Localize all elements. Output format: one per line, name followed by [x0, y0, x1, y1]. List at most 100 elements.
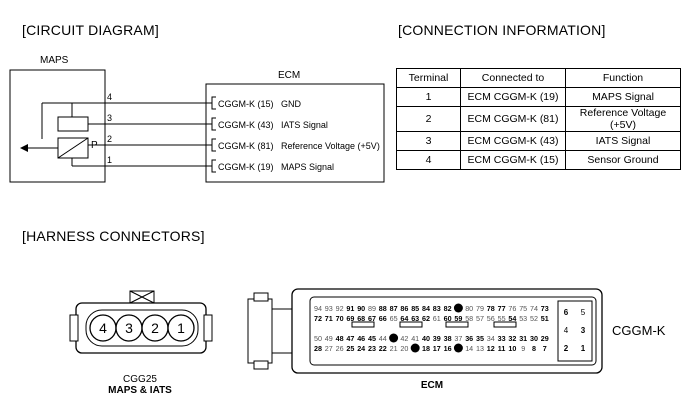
pin-number: 1 — [107, 155, 112, 165]
ecm-pin: CGGM-K (15) — [218, 99, 274, 109]
ecm-pin-number: 64 — [400, 314, 408, 323]
ecm-pin-number: 41 — [411, 334, 419, 343]
table-row: 4 ECM CGGM-K (15) Sensor Ground — [396, 150, 681, 170]
ecm-pin-number: 17 — [433, 344, 441, 353]
cell-function: MAPS Signal — [565, 87, 681, 107]
connection-table: Terminal Connected to Function 1 ECM CGG… — [396, 68, 681, 170]
ecm-pin-number: 39 — [433, 334, 441, 343]
cgg25-pin: 3 — [115, 314, 143, 342]
pin-label: 4 — [99, 320, 107, 336]
ecm-pin-number: 23 — [368, 344, 376, 353]
ecm-pin: CGGM-K (43) — [218, 120, 274, 130]
ecm-pin-number: 90 — [357, 304, 365, 313]
ecm-pin-number: 94 — [314, 304, 322, 313]
ecm-pin-number: 35 — [476, 334, 484, 343]
cell-connected-to: ECM CGGM-K (81) — [460, 106, 566, 132]
ecm-caption: ECM — [420, 380, 444, 391]
cgg25-pin: 4 — [89, 314, 117, 342]
blocked-pin — [389, 333, 399, 343]
ecm-pin-number: 36 — [465, 334, 473, 343]
cell-function: Reference Voltage (+5V) — [565, 106, 681, 132]
p-label: P — [91, 140, 98, 151]
table-row: 2 ECM CGGM-K (81) Reference Voltage (+5V… — [396, 106, 681, 132]
ecm-connector-label: CGGM-K — [612, 323, 666, 338]
ecm-pin-number: 16 — [444, 344, 452, 353]
blocked-pin — [453, 343, 463, 353]
ecm-pin-number: 60 — [444, 314, 452, 323]
ecm-pin-number: 57 — [476, 314, 484, 323]
ecm-pin-number: 18 — [422, 344, 430, 353]
ecm-pin-number: 73 — [541, 304, 549, 313]
ecm-side-pin-number: 4 — [564, 326, 569, 335]
ecm-pin-number: 52 — [530, 314, 538, 323]
ecm-pin-number: 54 — [508, 314, 516, 323]
ecm-pin-number: 51 — [541, 314, 549, 323]
ecm-pin-number: 48 — [336, 334, 344, 343]
ecm-pin-number: 82 — [444, 304, 452, 313]
table-row: 1 ECM CGGM-K (19) MAPS Signal — [396, 87, 681, 107]
pin-number: 3 — [107, 113, 112, 123]
harness-connectors-title: [HARNESS CONNECTORS] — [22, 228, 205, 244]
maps-label: MAPS — [40, 55, 69, 66]
ecm-side-pin-number: 2 — [564, 344, 569, 353]
pin-signal: IATS Signal — [281, 120, 328, 130]
cell-connected-to: ECM CGGM-K (43) — [460, 131, 566, 151]
ecm-pin-number: 30 — [530, 334, 538, 343]
ecm-side-pin-number: 3 — [581, 326, 586, 335]
wire-pin-3: 3 CGGM-K (43) IATS Signal — [105, 113, 328, 131]
ecm-pin-number: 34 — [487, 334, 495, 343]
ecm-pin-number: 49 — [325, 334, 333, 343]
ecm-pin-number: 59 — [454, 314, 462, 323]
ecm-pin-number: 45 — [368, 334, 376, 343]
cgg25-pin: 2 — [141, 314, 169, 342]
pin-label: 3 — [125, 320, 133, 336]
ecm-pin-number: 28 — [314, 344, 322, 353]
wire-pin-4: 4 CGGM-K (15) GND — [105, 92, 302, 110]
cgg25-name: MAPS & IATS — [108, 385, 172, 396]
cell-function: IATS Signal — [565, 131, 681, 151]
cell-connected-to: ECM CGGM-K (19) — [460, 87, 566, 107]
ecm-pin-number: 69 — [346, 314, 354, 323]
ecm-pin-number: 85 — [411, 304, 419, 313]
cgg25-code: CGG25 — [123, 374, 157, 385]
pin-number: 4 — [107, 92, 112, 102]
table-row: 3 ECM CGGM-K (43) IATS Signal — [396, 131, 681, 151]
cell-function: Sensor Ground — [565, 150, 681, 170]
ecm-pin-number: 8 — [532, 344, 536, 353]
wire-pin-2: 2 CGGM-K (81) Reference Voltage (+5V) — [105, 134, 380, 152]
cell-terminal: 4 — [396, 150, 461, 170]
ecm-pin-number: 63 — [411, 314, 419, 323]
ecm-pin-number: 93 — [325, 304, 333, 313]
ecm-pin-number: 42 — [400, 334, 408, 343]
ecm-pin-number: 40 — [422, 334, 430, 343]
pin-label: 2 — [151, 320, 159, 336]
ecm-pin-number: 55 — [498, 314, 506, 323]
ecm-pin-number: 7 — [543, 344, 547, 353]
ecm-pin-number: 13 — [476, 344, 484, 353]
circuit-diagram: MAPS ECM P 4 CGGM-K (15) GND 3 CGGM-K (4… — [9, 55, 385, 183]
pin-signal: MAPS Signal — [281, 162, 334, 172]
connection-info-title: [CONNECTION INFORMATION] — [398, 22, 606, 38]
ecm-pin-number: 75 — [519, 304, 527, 313]
ecm-pin-number: 83 — [433, 304, 441, 313]
wire-pin-1: 1 CGGM-K (19) MAPS Signal — [105, 155, 334, 173]
ecm-pin-number: 66 — [379, 314, 387, 323]
ecm-pin-number: 62 — [422, 314, 430, 323]
ecm-pin-number: 44 — [379, 334, 387, 343]
cgg25-pin: 1 — [167, 314, 195, 342]
ecm-pin-number: 27 — [325, 344, 333, 353]
ecm-pin-number: 92 — [336, 304, 344, 313]
ecm-pin-number: 37 — [454, 334, 462, 343]
pin-number: 2 — [107, 134, 112, 144]
blocked-pin — [410, 343, 420, 353]
ecm-pin-number: 74 — [530, 304, 538, 313]
ecm-pin-number: 58 — [465, 314, 473, 323]
ecm-pin-number: 46 — [357, 334, 365, 343]
ecm-pin-number: 80 — [465, 304, 473, 313]
ecm-pin-number: 20 — [400, 344, 408, 353]
ecm-pin-number: 32 — [508, 334, 516, 343]
ecm-pin-number: 31 — [519, 334, 527, 343]
iats-element — [57, 116, 89, 132]
